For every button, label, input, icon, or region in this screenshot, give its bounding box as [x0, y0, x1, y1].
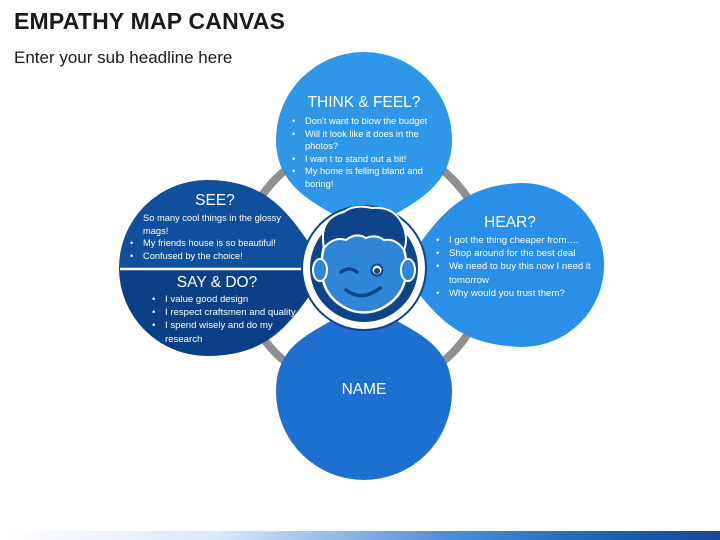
- list-item: Why would you trust them?: [434, 287, 592, 300]
- say-do-list: I value good design I respect craftsmen …: [150, 293, 310, 346]
- list-item: I respect craftsmen and quality: [150, 306, 310, 319]
- list-item: I got the thing cheaper from….: [434, 234, 592, 247]
- see-list: So many cool things in the glossy mags! …: [128, 212, 304, 262]
- name-petal[interactable]: [276, 296, 452, 480]
- think-feel-list: Don't want to blow the budget Will it lo…: [290, 115, 438, 191]
- list-item: We need to buy this now I need it tomorr…: [434, 260, 592, 286]
- bottom-gradient-bar: [0, 531, 720, 540]
- hear-title: HEAR?: [484, 214, 536, 231]
- list-item: Shop around for the best deal: [434, 247, 592, 260]
- winking-face-icon: [301, 205, 427, 331]
- list-item: So many cool things in the glossy mags!: [128, 212, 304, 237]
- page-title: EMPATHY MAP CANVAS: [14, 8, 286, 34]
- list-item: I value good design: [150, 293, 310, 306]
- list-item: Confused by the choice!: [128, 250, 304, 263]
- hear-list: I got the thing cheaper from…. Shop arou…: [434, 234, 592, 300]
- list-item: My home is felling bland and boring!: [290, 165, 438, 190]
- page-subtitle: Enter your sub headline here: [14, 48, 233, 67]
- see-title: SEE?: [195, 192, 235, 209]
- say-do-title: SAY & DO?: [176, 274, 258, 291]
- list-item: Don't want to blow the budget: [290, 115, 438, 128]
- list-item: My friends house is so beautiful!: [128, 237, 304, 250]
- think-feel-title: THINK & FEEL?: [307, 94, 421, 111]
- list-item: I spend wisely and do my research: [150, 319, 310, 345]
- name-title: NAME: [341, 381, 387, 398]
- list-item: I wan t to stand out a bit!: [290, 153, 438, 166]
- list-item: Will it look like it does in the photos?: [290, 128, 438, 153]
